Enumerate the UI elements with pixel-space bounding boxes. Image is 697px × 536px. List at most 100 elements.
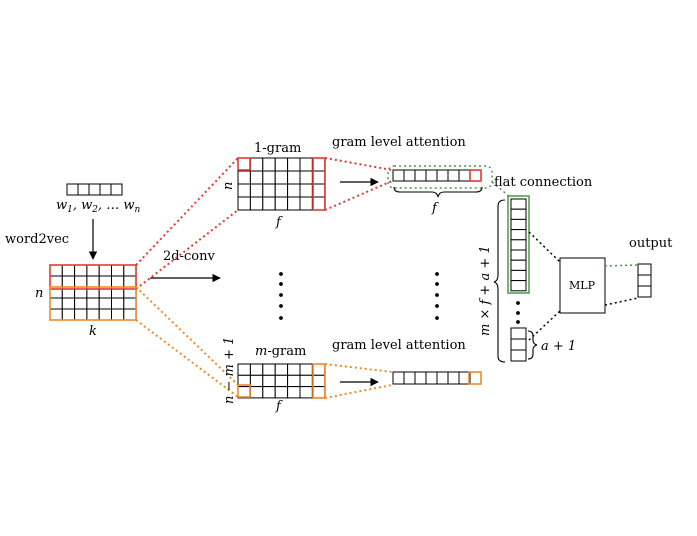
unigram-cell [287, 157, 301, 172]
word-cell [99, 183, 112, 196]
mlp-connector-top [528, 231, 561, 263]
flat-cell [510, 269, 527, 282]
mgram-cell [237, 363, 251, 376]
output-cell [637, 285, 652, 298]
ellipsis-dot [516, 320, 520, 324]
bottom-attention-label: gram level attention [332, 338, 466, 353]
flat-vector-ellipsis [516, 301, 520, 324]
input-cell [86, 264, 100, 277]
unigram-cell [237, 183, 251, 198]
flat-size-label: m × f + a + 1 [478, 245, 493, 336]
top-attention-cell [458, 169, 471, 182]
mgram-cell [249, 363, 264, 376]
ellipsis-dot [435, 282, 439, 286]
ellipsis-dot [435, 272, 439, 276]
top-attention-cell [425, 169, 438, 182]
flat-cell [510, 198, 527, 210]
red-attention-connector-bottom [324, 180, 393, 211]
unigram-cell [237, 170, 251, 185]
top-attention-red-cell [469, 169, 482, 182]
mgram-cell [287, 363, 301, 376]
top-attention-cell [436, 169, 449, 182]
top-attention-cell [414, 169, 427, 182]
unigram-cell [237, 196, 251, 211]
unigram-cell [299, 183, 313, 198]
input-cell [61, 275, 76, 288]
output-connector-bottom [604, 297, 639, 306]
unigram-cell [311, 183, 326, 198]
mgram-cell [262, 363, 276, 376]
mgram-cell [262, 386, 276, 399]
ellipsis-dot [279, 293, 283, 297]
input-cell [61, 264, 76, 277]
unigram-cell [287, 183, 301, 198]
conv-label: 2d-conv [163, 249, 215, 264]
input-cell [74, 308, 88, 321]
bottom-attention-cell [392, 371, 405, 385]
top-attention-brace [393, 186, 483, 198]
ellipsis-dot [435, 304, 439, 308]
input-cell [123, 308, 137, 321]
output-label: output [629, 236, 673, 251]
ellipsis-dot [516, 301, 520, 305]
word-sequence-label: w1, w2, … wn [56, 198, 141, 215]
mlp-box [559, 257, 606, 314]
word-cell [88, 183, 101, 196]
input-cell [74, 264, 88, 277]
unigram-cell [274, 183, 289, 198]
input-embedding-matrix [49, 264, 137, 321]
ellipsis-dot [435, 316, 439, 320]
input-cell [49, 264, 63, 277]
mgram-cell [311, 374, 326, 388]
unigram-cell [287, 196, 301, 211]
top-attention-cell [403, 169, 416, 182]
mgram-cell [274, 386, 289, 399]
unigram-cell [274, 196, 289, 211]
unigram-cell [299, 196, 313, 211]
mgram-cell [311, 386, 326, 399]
input-cell [98, 275, 112, 288]
unigram-cell [249, 157, 264, 172]
flat-cell [510, 218, 527, 231]
mgram-cell [274, 374, 289, 388]
unigram-cell [299, 157, 313, 172]
top-attention-cell [447, 169, 460, 182]
mgram-cell [249, 374, 264, 388]
feature-map-ellipsis [279, 272, 283, 320]
bottom-attention-cell [414, 371, 427, 385]
ellipsis-dot [279, 272, 283, 276]
word-cell [66, 183, 79, 196]
input-cell [74, 297, 88, 310]
mlp-label: MLP [569, 279, 596, 292]
top-attention-label: gram level attention [332, 135, 466, 150]
unigram-rows-label: n [221, 182, 236, 190]
input-cell [123, 275, 137, 288]
flat-tail-cell [510, 349, 527, 362]
mgram-cell [299, 386, 313, 399]
input-rows-label: n [35, 286, 43, 301]
input-cell [49, 297, 63, 310]
orange-conv-connector-top [135, 286, 239, 386]
unigram-cell [311, 157, 326, 172]
input-cell [61, 297, 76, 310]
unigram-cell [262, 196, 276, 211]
mgram-feature-map [237, 363, 326, 399]
mgram-orange-column [312, 363, 326, 399]
mgram-cell [299, 363, 313, 376]
flat-tail-cell [510, 338, 527, 351]
input-cell [74, 275, 88, 288]
unigram-red-column [312, 157, 326, 211]
input-red-window [49, 264, 137, 290]
bottom-attention-orange-cell [468, 371, 482, 385]
flat-cell [510, 239, 527, 251]
flat-connection-label: flat connection [494, 175, 593, 190]
flat-cell [510, 280, 527, 292]
ellipsis-dot [516, 311, 520, 315]
ellipsis-dot [279, 304, 283, 308]
flat-group-connector [491, 181, 511, 198]
unigram-cell [249, 183, 264, 198]
input-cell [111, 308, 125, 321]
input-cell [123, 297, 137, 310]
input-cell [111, 275, 125, 288]
